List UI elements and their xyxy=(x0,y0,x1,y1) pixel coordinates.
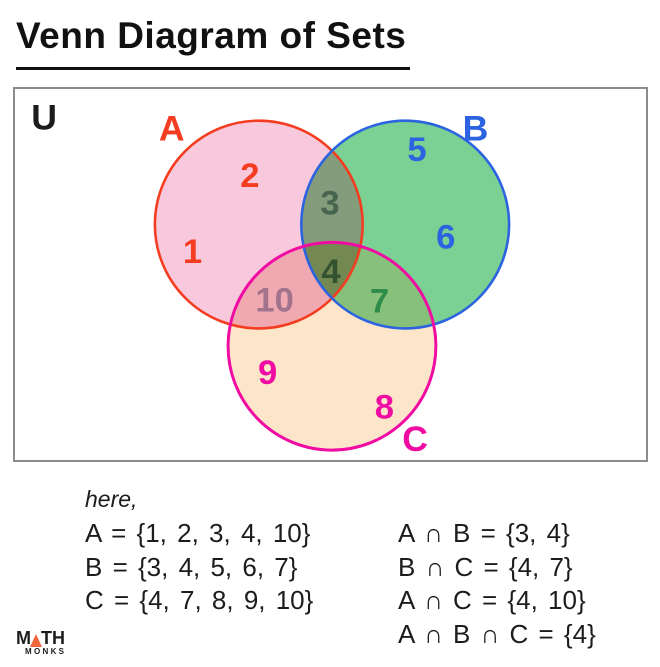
set-definitions: A = {1, 2, 3, 4, 10} B = {3, 4, 5, 6, 7}… xyxy=(85,517,313,618)
venn-diagram-panel: U A B C 2 1 5 6 3 4 10 7 9 8 xyxy=(13,87,648,462)
element-5: 5 xyxy=(407,131,426,169)
element-10: 10 xyxy=(255,282,294,320)
element-1: 1 xyxy=(183,233,202,271)
venn-labels: U A B C 2 1 5 6 3 4 10 7 9 8 xyxy=(31,98,488,460)
a-b-c-intersect: A ∩ B ∩ C = {4} xyxy=(398,618,596,649)
logo-letters-th: TH xyxy=(41,628,65,648)
set-a-label: A xyxy=(159,108,185,148)
venn-circle-outlines xyxy=(153,119,511,452)
page-title: Venn Diagram of Sets xyxy=(16,14,411,71)
a-intersect-b: A ∩ B = {3, 4} xyxy=(398,518,570,548)
set-c-outline xyxy=(226,240,438,452)
logo-word-monks: MONKS xyxy=(25,647,67,656)
a-intersect-c-region xyxy=(228,242,363,329)
element-6: 6 xyxy=(436,218,455,256)
set-b-definition: B = {3, 4, 5, 6, 7} xyxy=(85,551,298,582)
set-c-definition: C = {4, 7, 8, 9, 10} xyxy=(85,585,314,615)
b-intersect-c-region xyxy=(301,242,436,329)
a-intersect-c: A ∩ C = {4, 10} xyxy=(398,585,586,615)
element-8: 8 xyxy=(375,388,394,426)
logo-letter-m: M xyxy=(16,628,31,648)
notes-intro: here, xyxy=(85,486,138,512)
b-intersect-c: B ∩ C = {4, 7} xyxy=(398,551,573,582)
venn-diagram: U A B C 2 1 5 6 3 4 10 7 9 8 xyxy=(31,98,511,460)
set-a-definition: A = {1, 2, 3, 4, 10} xyxy=(85,518,311,548)
venn-region-fills xyxy=(154,120,510,451)
triangle-icon xyxy=(30,634,42,647)
element-7: 7 xyxy=(370,283,389,321)
logo-word-math: M TH xyxy=(16,629,86,647)
math-monks-logo: M TH MONKS xyxy=(16,629,86,656)
set-b-outline xyxy=(300,119,511,330)
element-2: 2 xyxy=(240,157,259,195)
set-a-outline xyxy=(153,119,364,330)
universe-label: U xyxy=(31,98,57,138)
element-4: 4 xyxy=(321,253,341,291)
intersection-results: A ∩ B = {3, 4} B ∩ C = {4, 7} A ∩ C = {4… xyxy=(398,517,596,651)
set-c-label: C xyxy=(402,419,428,459)
element-3: 3 xyxy=(320,185,339,223)
set-b-label: B xyxy=(463,108,489,148)
element-9: 9 xyxy=(258,354,277,392)
